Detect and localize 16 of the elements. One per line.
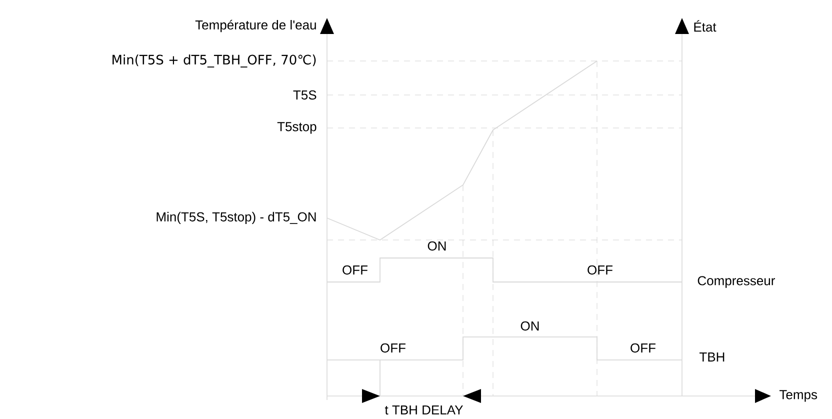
state-label: OFF bbox=[342, 265, 368, 275]
level-label: T5stop bbox=[277, 122, 316, 134]
state-label: OFF bbox=[588, 265, 612, 275]
state-label: OFF bbox=[630, 343, 656, 353]
signal-label: Compresseur bbox=[698, 276, 775, 288]
signal-label: TBH bbox=[700, 352, 724, 362]
axis-label: Temps bbox=[780, 390, 818, 402]
delay-label: t TBH DELAY bbox=[384, 405, 463, 414]
axis-label: État bbox=[694, 20, 716, 32]
state-label: OFF bbox=[380, 343, 406, 353]
level-label: T5S bbox=[293, 90, 316, 100]
axis-label: Température de l'eau bbox=[195, 20, 316, 32]
state-label: ON bbox=[520, 321, 539, 331]
state-label: ON bbox=[428, 241, 446, 251]
level-label: Min(T5S, T5stop) - dT5_ON bbox=[156, 212, 316, 224]
level-label: Min(T5S + dT5_TBH_OFF, 70℃) bbox=[112, 54, 316, 68]
